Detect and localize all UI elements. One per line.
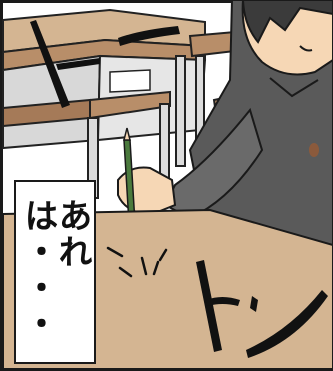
background-desk (1, 8, 207, 199)
impact-lines (106, 246, 168, 278)
caption-box: あれは・・・ (14, 180, 96, 364)
sfx-mark-bottom (196, 260, 328, 358)
caption-text: あれは・・・ (18, 198, 92, 342)
sfx-mark-top (30, 20, 180, 108)
